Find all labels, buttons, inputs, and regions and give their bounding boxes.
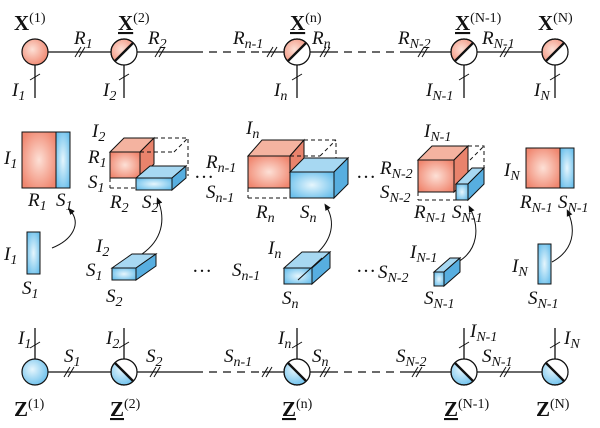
zedge-sn-1: Sn-1 — [224, 346, 252, 370]
core-x2 — [108, 136, 189, 192]
cN1-R2: RN-1 — [413, 202, 447, 226]
ellipsis-mid-2: … — [356, 161, 376, 183]
matrix-x1 — [21, 131, 71, 189]
m1-R: R1 — [27, 190, 47, 214]
slab-zN — [537, 243, 552, 285]
sN1-S1: SN-2 — [378, 262, 409, 286]
zleg-i1: I1 — [17, 328, 31, 352]
cn-R2: Rn — [255, 202, 275, 226]
z2-node — [110, 358, 138, 386]
cn-R: Rn-1 — [205, 152, 236, 176]
x1-node — [21, 38, 49, 66]
core-xn — [246, 138, 350, 200]
zedge-s2: S2 — [146, 346, 163, 370]
c2-R1: R1 — [87, 147, 107, 171]
matrix-xN — [525, 147, 575, 189]
sn-I: In — [267, 238, 281, 262]
xN-label: X(N) — [538, 11, 573, 35]
core-xN-1 — [416, 144, 486, 202]
x2-label: X(2) — [118, 11, 150, 35]
c2-S2: S2 — [142, 192, 159, 216]
cN1-S: SN-2 — [380, 182, 411, 206]
leg-label-in: In — [273, 80, 287, 104]
cn-S: Sn-1 — [206, 182, 234, 206]
x1-label: X(1) — [14, 11, 46, 35]
cN1-S2: SN-1 — [452, 202, 483, 226]
xN-node — [541, 38, 569, 66]
edge-label-r1: R1 — [73, 28, 93, 52]
leg-label-iN-1: IN-1 — [425, 80, 453, 104]
sN-I: IN — [511, 256, 528, 280]
mN-I: IN — [503, 160, 520, 184]
slab-z1 — [26, 231, 41, 275]
zN-1-label: Z(N-1) — [444, 397, 489, 421]
s2-I: I2 — [95, 236, 109, 260]
sn-S1: Sn-1 — [232, 260, 260, 284]
edge-label-rN-1: RN-1 — [481, 28, 515, 52]
m1-S: S1 — [56, 190, 73, 214]
cN1-R: RN-2 — [379, 158, 413, 182]
zN-1-node — [450, 358, 478, 386]
s1-S: S1 — [22, 278, 39, 302]
zedge-sN-1: SN-1 — [482, 346, 513, 370]
cn-S2: Sn — [300, 202, 317, 226]
x2-node — [110, 38, 138, 66]
zleg-in: In — [277, 328, 291, 352]
xn-label: X(n) — [290, 11, 322, 35]
slab-zn — [282, 250, 332, 286]
sN-S: SN-1 — [528, 288, 559, 312]
leg-label-i2: I2 — [102, 80, 116, 104]
c2-I: I2 — [91, 121, 105, 145]
zn-label: Z(n) — [282, 397, 313, 421]
zedge-sN-2: SN-2 — [396, 346, 427, 370]
z1-label: Z(1) — [14, 397, 45, 421]
zN-node — [541, 358, 569, 386]
xn-node — [283, 38, 311, 66]
ellipsis-mid-1: … — [194, 161, 214, 183]
mN-R: RN-1 — [519, 192, 553, 216]
sN1-S2: SN-1 — [424, 288, 455, 312]
c2-R2: R2 — [109, 192, 129, 216]
edge-label-rn: Rn — [311, 28, 331, 52]
cN1-I: IN-1 — [423, 121, 451, 145]
edge-label-r2: R2 — [147, 28, 167, 52]
m1-I: I1 — [3, 148, 17, 172]
s2-S1: S1 — [86, 260, 103, 284]
xn-1-label: X(N-1) — [455, 11, 502, 35]
edge-label-rN-2: RN-2 — [397, 28, 431, 52]
ellipsis-low-1: … — [192, 255, 212, 277]
zedge-s1: S1 — [64, 346, 81, 370]
z2-label: Z(2) — [110, 397, 141, 421]
c2-S1: S1 — [88, 172, 105, 196]
top-row: X(1) X(2) X(n) X(N-1) X(N) R1 R2 Rn-1 Rn… — [11, 11, 573, 104]
cn-I: In — [245, 118, 259, 142]
zn-node — [283, 358, 311, 386]
s2-S2: S2 — [106, 286, 123, 310]
sN1-I: IN-1 — [409, 242, 437, 266]
xn-1-node — [450, 38, 478, 66]
ellipsis-low-2: … — [356, 255, 376, 277]
zleg-iN-1: IN-1 — [469, 321, 497, 345]
leg-label-iN: IN — [533, 80, 550, 104]
zedge-sn: Sn — [312, 346, 329, 370]
z1-node — [21, 358, 49, 386]
s1-I: I1 — [3, 244, 17, 268]
leg-label-i1: I1 — [11, 80, 25, 104]
zN-label: Z(N) — [536, 397, 570, 421]
edge-label-rn-1: Rn-1 — [232, 28, 263, 52]
slab-z2 — [110, 253, 158, 281]
slab-zN-1 — [432, 256, 462, 288]
mN-S: SN-1 — [558, 192, 589, 216]
middle-row: I1 R1 S1 I2 R1 S1 R2 S2 … — [3, 118, 589, 226]
zleg-iN: IN — [563, 328, 580, 352]
lower-row: I1 S1 I2 S1 S2 … In Sn-1 Sn … IN-1 S — [3, 197, 573, 312]
sn-S2: Sn — [282, 288, 299, 312]
zleg-i2: I2 — [105, 328, 119, 352]
bottom-row: I1 I2 In IN-1 IN S1 S2 Sn-1 Sn SN-2 SN-1… — [14, 321, 580, 421]
